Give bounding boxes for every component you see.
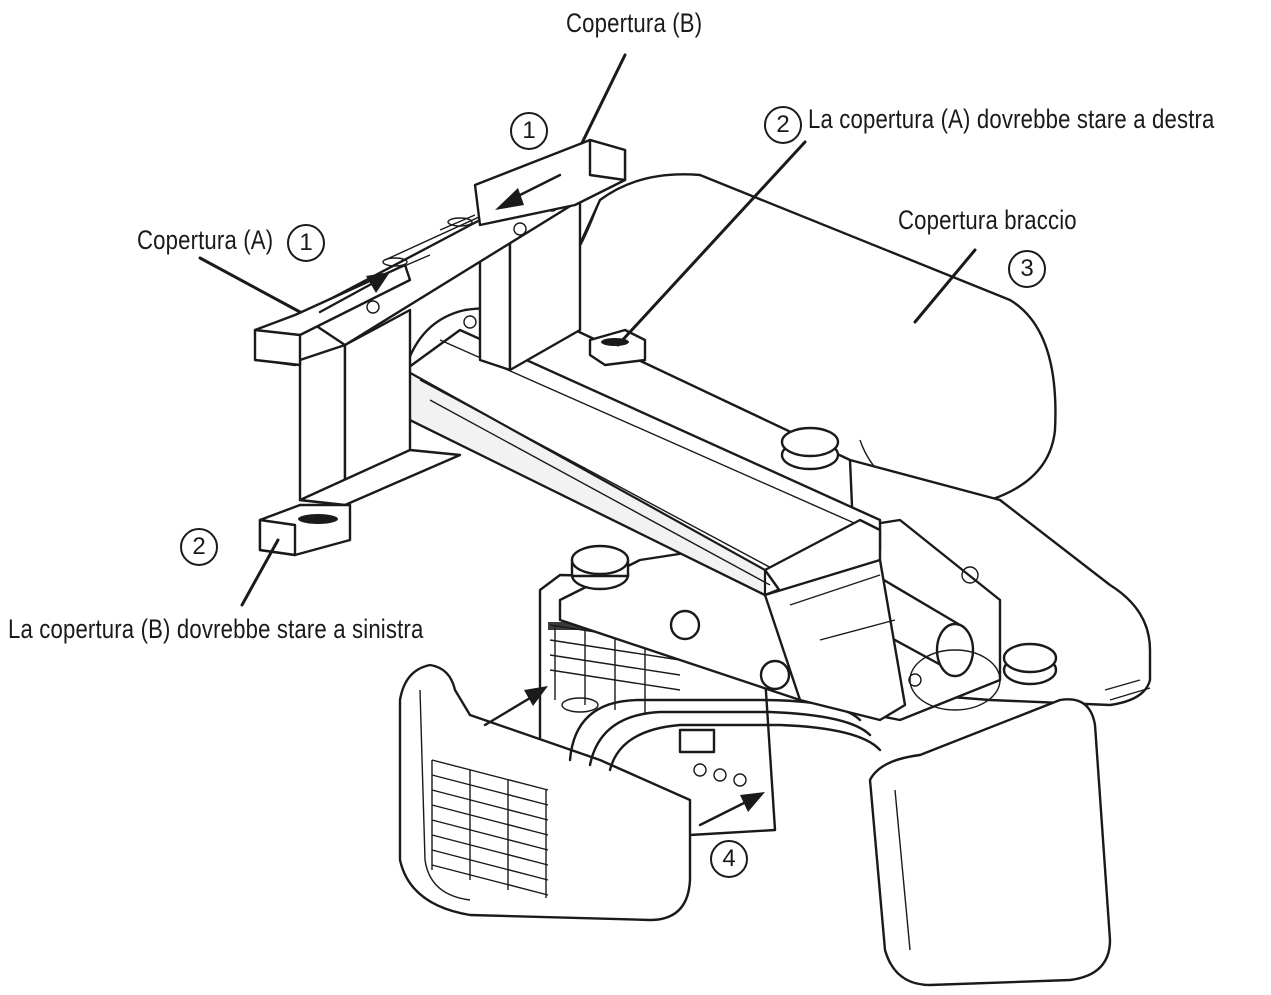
- label-cover-b-left: La copertura (B) dovrebbe stare a sinist…: [8, 614, 424, 644]
- leader-arm-cover: [913, 248, 977, 324]
- label-cover-a: Copertura (A): [137, 225, 274, 255]
- slide-arrow-cover-b: [495, 173, 562, 210]
- step-1-left-badge: 1: [287, 224, 325, 262]
- leader-cover-a-right: [616, 140, 807, 347]
- label-cover-b: Copertura (B): [566, 8, 703, 38]
- leader-cover-a: [198, 256, 302, 314]
- extension-arm: [403, 307, 907, 722]
- step-2-left-badge: 2: [180, 528, 218, 566]
- slide-arrow-cover-a: [318, 272, 390, 314]
- step-1-top-badge: 1: [510, 112, 548, 150]
- leader-cover-b-left: [240, 538, 280, 607]
- cover-a-part: [253, 263, 412, 367]
- insert-arrow-lower-left: [483, 686, 548, 727]
- label-arm-cover: Copertura braccio: [898, 205, 1077, 235]
- label-cover-a-right: La copertura (A) dovrebbe stare a destra: [808, 104, 1215, 134]
- step-2-right-badge: 2: [764, 106, 802, 144]
- leader-cover-b: [580, 53, 627, 145]
- cover-b-left-cap: [258, 503, 352, 557]
- step-3-badge: 3: [1008, 250, 1046, 288]
- step-4-badge: 4: [710, 840, 748, 878]
- insert-arrow-lower-right: [698, 792, 765, 827]
